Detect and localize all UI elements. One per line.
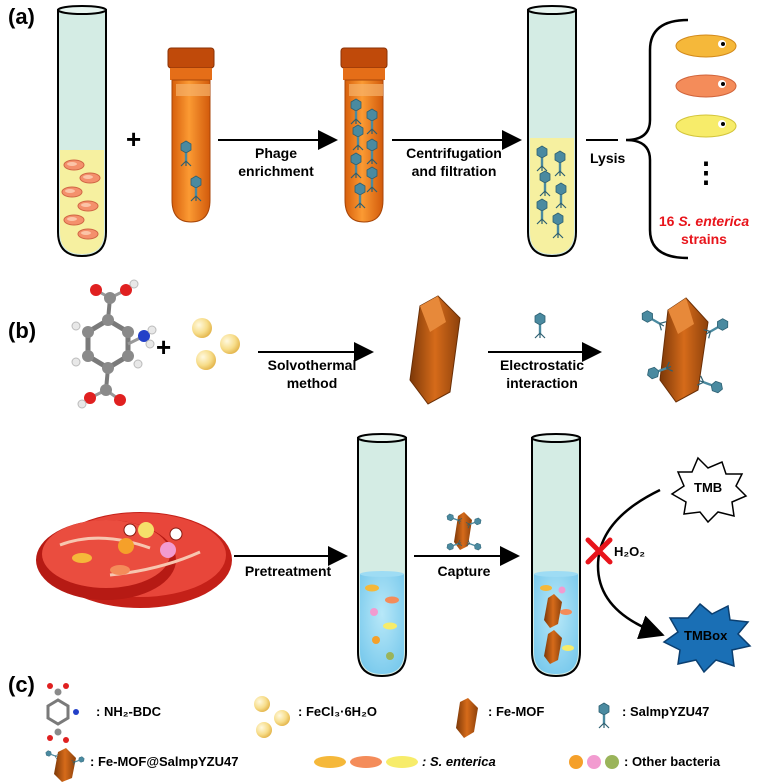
plus-b: + <box>156 332 172 362</box>
label-strains: 16 S. enterica strains <box>650 212 758 248</box>
strain-3 <box>675 114 737 138</box>
legend-other-bacteria-icon <box>569 755 619 769</box>
nh2-bdc-molecule <box>71 279 157 409</box>
brace <box>625 18 689 260</box>
label-electrostatic-l1: Electrostatic <box>499 357 585 373</box>
tube-phage-enriched <box>340 47 388 223</box>
label-pretreatment: Pretreatment <box>244 563 332 579</box>
legend-senterica-icon <box>314 756 418 768</box>
label-phage-enrichment: Phage enrichment <box>222 144 330 180</box>
legend-nh2bdc-icon <box>46 683 79 743</box>
label-tmb: TMB <box>694 480 723 495</box>
fe-mof-phage-conjugate <box>639 297 731 403</box>
cross-mark <box>585 537 613 565</box>
panel-label-b: (b) <box>8 318 37 343</box>
fecl3-spheres <box>192 318 240 370</box>
reaction-arc <box>596 488 665 640</box>
panel-label-a: (a) <box>8 4 35 29</box>
legend-fecl3: : FeCl₃·6H₂O <box>298 704 377 719</box>
legend-phage: : SalmpYZU47 <box>622 704 710 719</box>
strains-count: 16 <box>658 213 675 229</box>
legend-femof-phage-icon <box>44 748 86 782</box>
label-centrifugation-l1: Centrifugation <box>406 145 502 161</box>
label-tmbox: TMBox <box>684 628 728 643</box>
legend-fecl3-icon <box>254 696 290 738</box>
plus-a: + <box>126 124 142 154</box>
label-centrifugation: Centrifugation and filtration <box>394 144 514 180</box>
tube-sample <box>357 433 407 678</box>
legend-other-bacteria: : Other bacteria <box>624 754 721 769</box>
label-centrifugation-l2: and filtration <box>411 163 497 179</box>
strain-1 <box>675 34 737 58</box>
label-phage-enrichment-l1: Phage <box>254 145 297 161</box>
legend-femof: : Fe-MOF <box>488 704 545 719</box>
panel-label-c: (c) <box>8 672 35 697</box>
legend-femof-phage: : Fe-MOF@SalmpYZU47 <box>90 754 239 769</box>
tube-captured <box>531 433 581 678</box>
tube-filtered-phage <box>527 5 577 258</box>
conjugate-above-capture <box>445 512 483 552</box>
tube-bacteria-culture <box>57 5 107 258</box>
strain-2 <box>675 74 737 98</box>
meat-sample <box>36 512 232 608</box>
label-lysis: Lysis <box>590 150 626 166</box>
ellipsis-dots: ⋮ <box>692 157 720 188</box>
label-solvothermal: Solvothermal method <box>258 356 366 392</box>
label-solvothermal-l1: Solvothermal <box>267 357 357 373</box>
tube-phage-medium <box>167 47 215 223</box>
legend-senterica: : S. enterica <box>422 754 496 769</box>
tmbox-burst <box>662 602 752 674</box>
legend-femof-icon <box>456 698 478 738</box>
label-electrostatic: Electrostatic interaction <box>488 356 596 392</box>
phage-above-arrow <box>534 312 546 339</box>
legend-phage-icon <box>598 702 610 729</box>
label-solvothermal-l2: method <box>286 375 338 391</box>
label-h2o2: H₂O₂ <box>614 544 646 559</box>
label-phage-enrichment-l2: enrichment <box>238 163 314 179</box>
strains-species: S. enterica <box>678 213 750 229</box>
fe-mof-crystal <box>409 295 461 405</box>
label-electrostatic-l2: interaction <box>506 375 578 391</box>
tmb-burst <box>670 456 748 524</box>
strains-word: strains <box>681 231 727 247</box>
label-capture: Capture <box>437 563 491 579</box>
legend-nh2bdc: : NH₂-BDC <box>96 704 161 719</box>
